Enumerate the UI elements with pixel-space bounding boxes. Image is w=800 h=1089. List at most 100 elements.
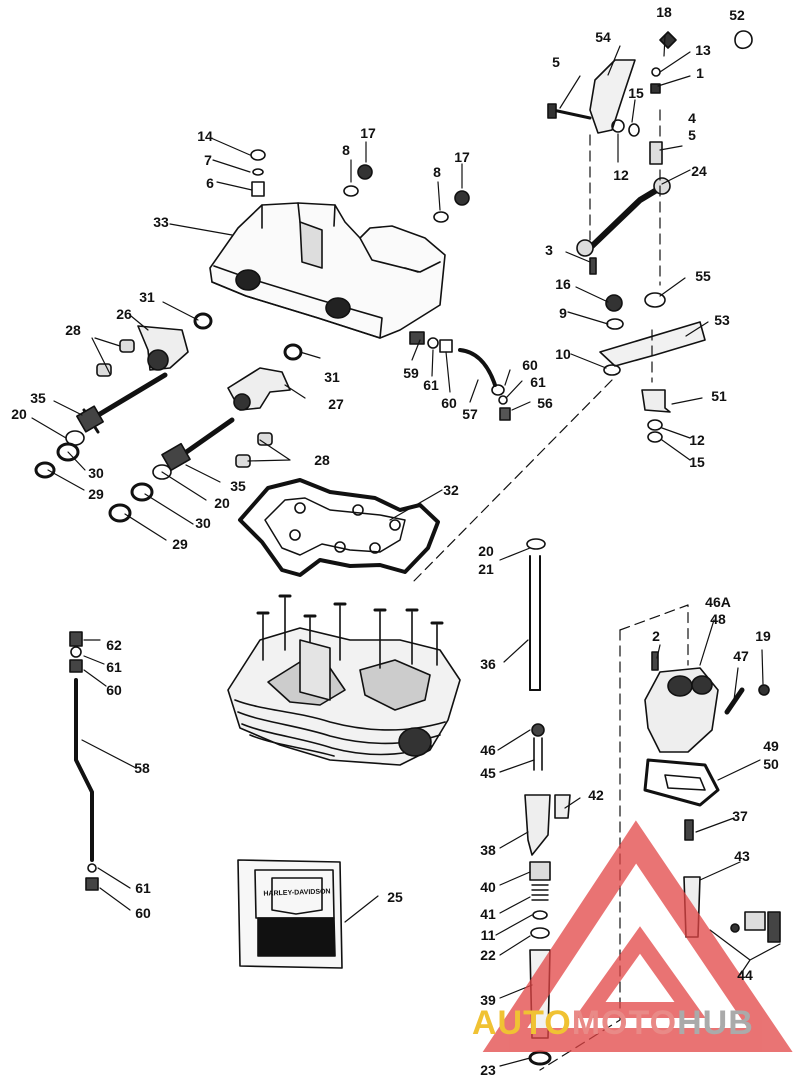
part-label-30b: 30 (195, 515, 211, 531)
rocker-arm-26 (137, 325, 189, 371)
part-label-28b: 28 (314, 452, 330, 468)
upper-linkage (547, 30, 753, 443)
part-label-13: 13 (695, 42, 711, 58)
part-label-16: 16 (555, 276, 571, 292)
rocker-shaft-35-upper (76, 372, 168, 434)
part-label-24: 24 (691, 163, 707, 179)
part-label-46: 46 (480, 742, 496, 758)
part-label-3: 3 (545, 242, 553, 258)
cylinder-head (227, 594, 461, 766)
part-label-60: 60 (441, 395, 457, 411)
part-label-6: 6 (206, 175, 214, 191)
watermark-moto: MOTO (571, 1004, 678, 1042)
part-label-10: 10 (555, 346, 571, 362)
part-label-52: 52 (729, 7, 745, 23)
part-label-15b: 15 (689, 454, 705, 470)
part-label-17: 17 (360, 125, 376, 141)
part-label-47: 47 (733, 648, 749, 664)
part-label-17b: 17 (454, 149, 470, 165)
part-label-44: 44 (737, 967, 753, 983)
part-label-56: 56 (537, 395, 553, 411)
part-label-20b: 20 (214, 495, 230, 511)
part-label-61d: 61 (135, 880, 151, 896)
part-label-2: 2 (652, 628, 660, 644)
watermark-hub: HUB (677, 1004, 754, 1042)
part-label-54: 54 (595, 29, 611, 45)
part-label-35b: 35 (230, 478, 246, 494)
part-label-60b: 60 (522, 357, 538, 373)
part-label-46a: 46A (705, 594, 731, 610)
part-label-61c: 61 (106, 659, 122, 675)
part-label-5: 5 (552, 54, 560, 70)
part-label-35: 35 (30, 390, 46, 406)
part-label-32: 32 (443, 482, 459, 498)
part-label-11: 11 (480, 927, 496, 943)
washers-and-bushings (34, 149, 470, 523)
part-label-48: 48 (710, 611, 726, 627)
part-label-4: 4 (688, 110, 696, 126)
part-label-38: 38 (480, 842, 496, 858)
part-label-29b: 29 (172, 536, 188, 552)
part-label-20c: 20 (478, 543, 494, 559)
part-label-59: 59 (403, 365, 419, 381)
part-label-61b: 61 (530, 374, 546, 390)
part-label-53: 53 (714, 312, 730, 328)
part-label-33: 33 (153, 214, 169, 230)
leader-lines (31, 35, 781, 1067)
oil-line-fittings (409, 331, 511, 421)
part-label-37: 37 (732, 808, 748, 824)
gasket-kit-box (237, 859, 343, 969)
part-label-51: 51 (711, 388, 727, 404)
part-label-26: 26 (116, 306, 132, 322)
part-label-57: 57 (462, 406, 478, 422)
rocker-cover-gasket (238, 478, 440, 577)
rocker-box-cover (209, 202, 446, 339)
part-label-8b: 8 (433, 164, 441, 180)
part-label-28: 28 (65, 322, 81, 338)
part-label-5b: 5 (688, 127, 696, 143)
part-label-22: 22 (480, 947, 496, 963)
part-label-62: 62 (106, 637, 122, 653)
part-label-8: 8 (342, 142, 350, 158)
part-label-45: 45 (480, 765, 496, 781)
alignment-lines (409, 109, 689, 1071)
part-label-25: 25 (387, 889, 403, 905)
part-label-7: 7 (204, 152, 212, 168)
oil-line-58 (69, 631, 99, 891)
part-label-61: 61 (423, 377, 439, 393)
part-label-19: 19 (755, 628, 771, 644)
part-label-40: 40 (480, 879, 496, 895)
rocker-arm-27 (227, 367, 291, 411)
part-label-36: 36 (480, 656, 496, 672)
part-label-23: 23 (480, 1062, 496, 1078)
part-label-43: 43 (734, 848, 750, 864)
watermark-auto: AUTO (472, 1004, 572, 1042)
part-label-42: 42 (588, 787, 604, 803)
part-label-50: 50 (763, 756, 779, 772)
part-label-39: 39 (480, 992, 496, 1008)
part-label-12b: 12 (689, 432, 705, 448)
part-label-58: 58 (134, 760, 150, 776)
part-label-20: 20 (11, 406, 27, 422)
part-label-15: 15 (628, 85, 644, 101)
watermark-logo-triangle (482, 820, 793, 1052)
part-label-18: 18 (656, 4, 672, 20)
part-label-30: 30 (88, 465, 104, 481)
part-label-31b: 31 (324, 369, 340, 385)
part-label-49: 49 (763, 738, 779, 754)
part-label-12: 12 (613, 167, 629, 183)
part-label-31: 31 (139, 289, 155, 305)
part-label-41: 41 (480, 906, 496, 922)
rocker-shaft-35-lower (161, 417, 235, 472)
part-label-60d: 60 (135, 905, 151, 921)
part-label-27: 27 (328, 396, 344, 412)
part-label-60c: 60 (106, 682, 122, 698)
part-label-21: 21 (478, 561, 494, 577)
part-label-14: 14 (197, 128, 213, 144)
part-label-29: 29 (88, 486, 104, 502)
part-label-55: 55 (695, 268, 711, 284)
watermark-wordmark: AUTOMOTOHUB (472, 1006, 754, 1040)
part-label-9: 9 (559, 305, 567, 321)
